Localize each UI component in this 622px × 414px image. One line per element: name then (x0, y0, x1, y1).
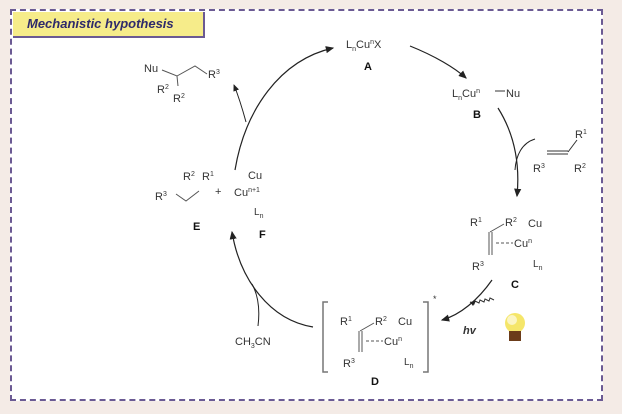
svg-text:Ln: Ln (404, 357, 414, 370)
svg-text:LnCun: LnCun (452, 88, 480, 102)
svg-text:F: F (259, 229, 266, 241)
species-C: R1 R2 Cu Cun R3 Ln C (470, 217, 543, 291)
svg-text:R3: R3 (343, 358, 355, 370)
light-bulb-icon (505, 313, 525, 341)
svg-text:R1: R1 (340, 316, 352, 328)
svg-text:R1: R1 (470, 217, 482, 229)
svg-text:*: * (433, 294, 437, 304)
svg-text:C: C (511, 279, 519, 291)
svg-text:Cun: Cun (384, 336, 402, 348)
diagram-frame (10, 9, 603, 401)
species-D: * R1 R2 Cu Cun R3 Ln D (322, 294, 437, 388)
species-B: LnCun Nu B (452, 88, 520, 121)
svg-text:R2: R2 (505, 217, 517, 229)
arrow-C-to-D (440, 279, 493, 322)
hv-label: hv (463, 325, 477, 337)
svg-text:Ln: Ln (254, 207, 264, 220)
arrow-product-release (233, 84, 247, 123)
svg-text:R3: R3 (472, 261, 484, 273)
svg-text:Cun: Cun (514, 238, 532, 250)
svg-text:R2: R2 (375, 316, 387, 328)
svg-text:R1: R1 (575, 129, 587, 141)
svg-text:Cu: Cu (528, 218, 542, 230)
svg-text:R2: R2 (183, 171, 195, 183)
svg-text:R3: R3 (533, 163, 545, 175)
arrow-D-to-EF (229, 230, 314, 328)
svg-text:Ln: Ln (533, 259, 543, 272)
svg-text:E: E (193, 221, 200, 233)
svg-text:R3: R3 (208, 69, 220, 81)
plus-sign: + (215, 186, 221, 198)
svg-text:B: B (473, 109, 481, 121)
product: Nu R2 R2 R3 (144, 63, 220, 105)
svg-text:LnCunX: LnCunX (346, 39, 382, 53)
svg-text:Cu: Cu (248, 170, 262, 182)
species-E: R3 R2 R1 E (155, 171, 214, 233)
arrow-alkene-in (514, 138, 536, 171)
svg-text:D: D (371, 376, 379, 388)
species-F: Cu Cun+1 Ln F (234, 170, 266, 241)
svg-text:Cun+1: Cun+1 (234, 187, 260, 199)
title-box: Mechanistic hypothesis (13, 12, 205, 38)
species-A: LnCunX A (346, 39, 382, 73)
svg-text:Nu: Nu (144, 63, 158, 75)
svg-text:R2: R2 (574, 163, 586, 175)
svg-text:A: A (364, 61, 372, 73)
svg-text:R3: R3 (155, 191, 167, 203)
arrow-solvent-in (251, 283, 260, 327)
alkene-reagent: R1 R3 R2 (533, 129, 587, 175)
svg-text:Cu: Cu (398, 316, 412, 328)
svg-text:Nu: Nu (506, 88, 520, 100)
arrow-F-to-A (234, 46, 335, 171)
arrow-A-to-B (409, 45, 467, 79)
svg-text:R2: R2 (173, 93, 185, 105)
arrow-B-to-C (497, 107, 522, 198)
svg-text:R1: R1 (202, 171, 214, 183)
svg-text:R2: R2 (157, 84, 169, 96)
solvent-label: CH3CN (235, 336, 271, 350)
diagram-title: Mechanistic hypothesis (27, 16, 174, 31)
